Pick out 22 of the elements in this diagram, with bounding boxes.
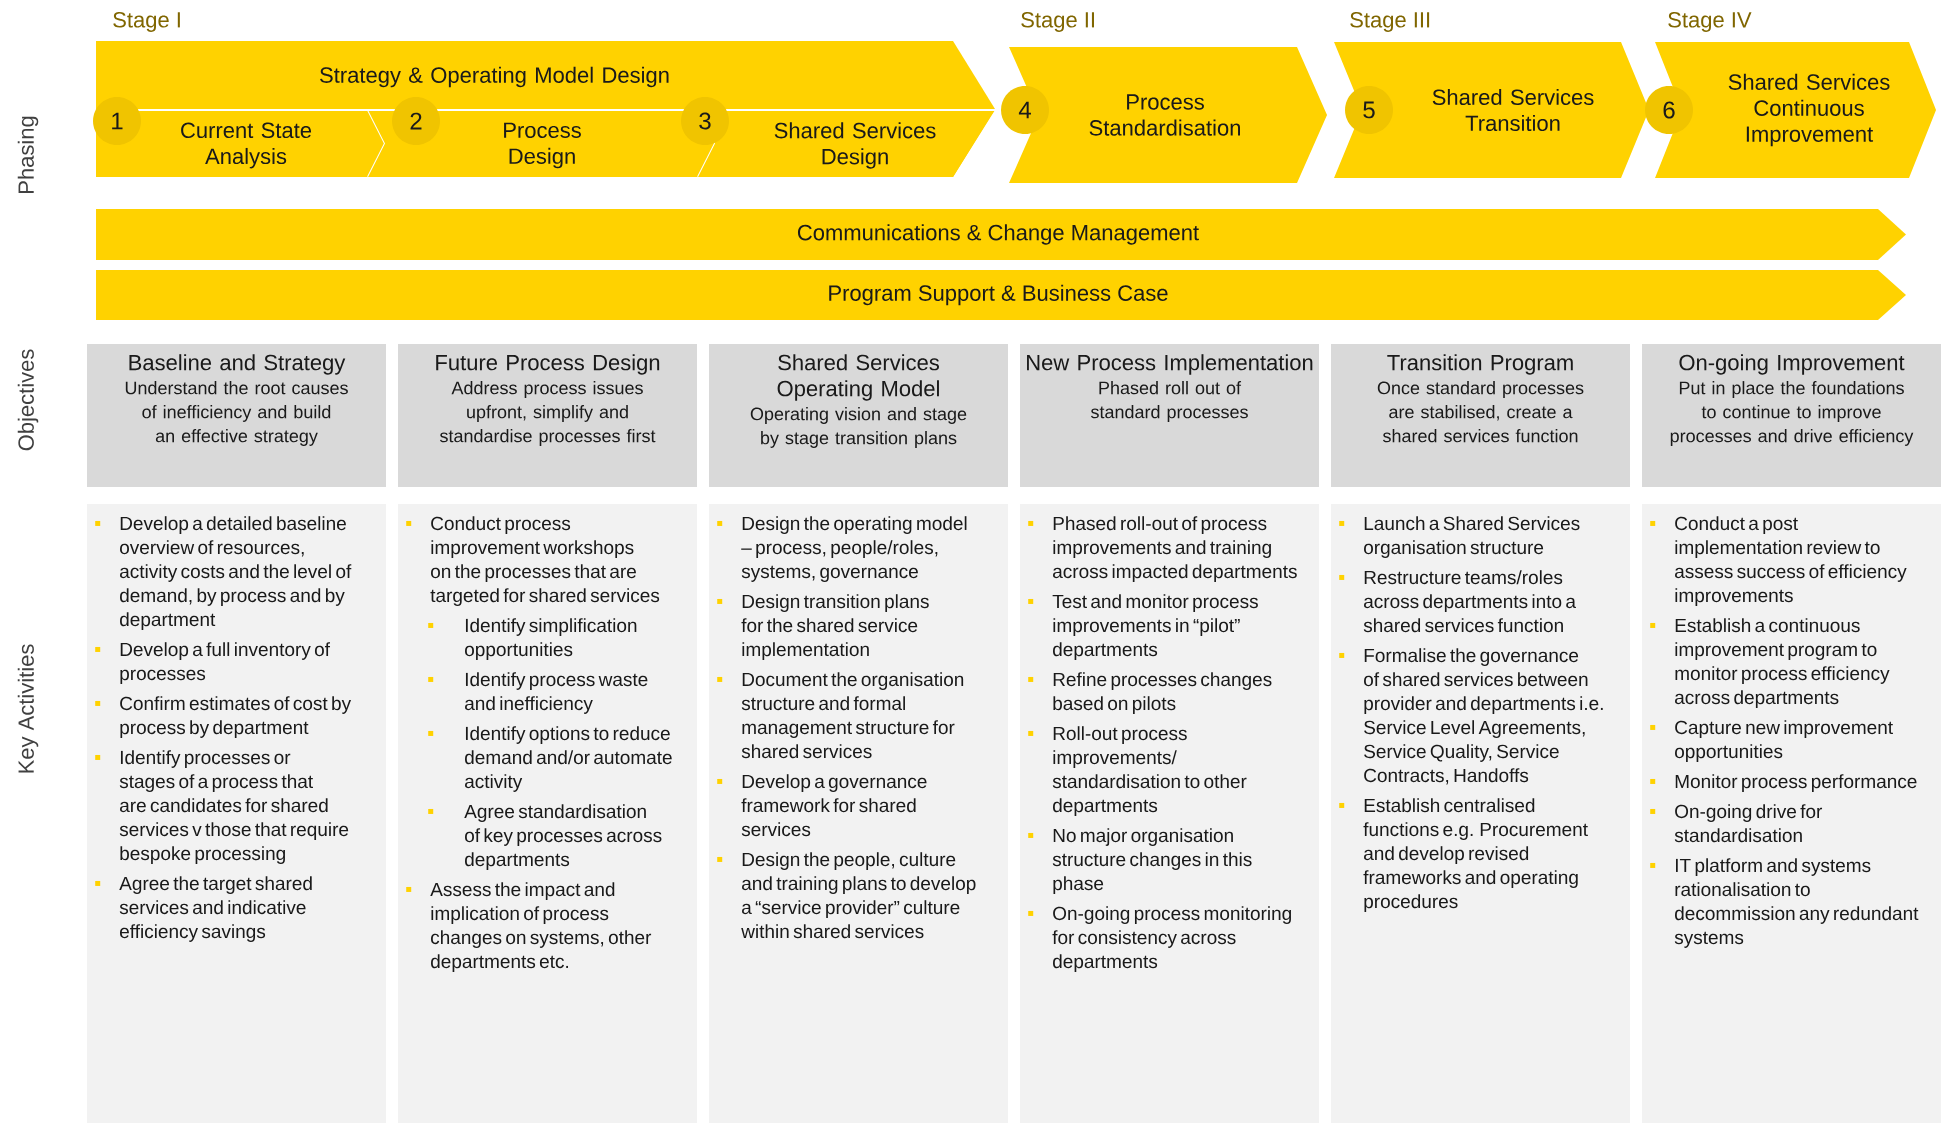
objective-box: Shared Services Operating Model Operating vision and stage by stage transition plans — [709, 344, 1008, 487]
activity-panel: Conduct process improvement workshops on the processes that are targeted for shared services Identify simplification opportunities Identify process waste and inefficiency Identify options to reduce demand and/or automate activity Agree standardisation of key processes across departments Assess the impact and implication of process changes on systems, other departments etc. — [398, 504, 697, 1123]
stage-label: Stage I — [113, 12, 180, 32]
stage-label: Stage III — [1350, 12, 1430, 32]
objective-box: New Process Implementation Phased roll out of standard processes — [1020, 344, 1319, 487]
stage-label: Stage IV — [1668, 12, 1752, 32]
stage-label: Stage II — [1021, 12, 1094, 32]
activity-panel: Design the operating model – process, people/roles, systems, governance Design transition plans for the shared service implementation Document the organisation structure and formal management structure for shared services Develop a governance framework for shared services Design the people, culture and training plans to develop a “service provider” culture within shared services — [709, 504, 1008, 1123]
activity-panel: Launch a Shared Services organisation structure Restructure teams/roles across departments into a shared services function Formalise the governance of shared services between provider and departments i.e. Service Level Agreements, Service Quality, Service Contracts, Handoffs Establish centralised functions e.g. Procurement and develop revised frameworks and operating procedures — [1331, 504, 1630, 1123]
node-label: Process Design — [504, 122, 581, 169]
activity-panel: Conduct a post implementation review to assess success of efficiency improvements Establish a continuous improvement program to monitor process efficiency across departments Capture new improvement opportunities Monitor process performance On-going drive for standardisation IT platform and systems rationalisation to decommission any redundant systems — [1642, 504, 1941, 1123]
activity-panel: Phased roll-out of process improvements and training across impacted departments Test and monitor process improvements in “pilot” departments Refine processes changes based on pilots Roll-out process improvements/ standardisation to other departments No major organisation structure changes in this phase On-going process monitoring for consistency across departments — [1020, 504, 1319, 1123]
row-label: Objectives — [17, 349, 39, 451]
objective-box: Future Process Design Address process issues upfront, simplify and standardise processes first — [398, 344, 697, 487]
objective-box: On-going Improvement Put in place the foundations to continue to improve processes and drive efficiency — [1642, 344, 1941, 487]
arrow-band: Communications & Change Management — [96, 209, 1906, 260]
row-label: Key Activities — [17, 644, 39, 773]
objective-box: Baseline and Strategy Understand the root causes of inefficiency and build an effective strategy — [87, 344, 386, 487]
activity-panel: Develop a detailed baseline overview of resources, activity costs and the level of demand, by process and by department Develop a full inventory of processes Confirm estimates of cost by process by department Identify processes or stages of a process that are candidates for shared services v those that require bespoke processing Agree the target shared services and indicative efficiency savings — [87, 504, 386, 1123]
objective-box: Transition Program Once standard processes are stabilised, create a shared services function — [1331, 344, 1630, 487]
row-label: Phasing — [17, 116, 39, 193]
arrow-band: Program Support & Business Case — [96, 270, 1906, 320]
